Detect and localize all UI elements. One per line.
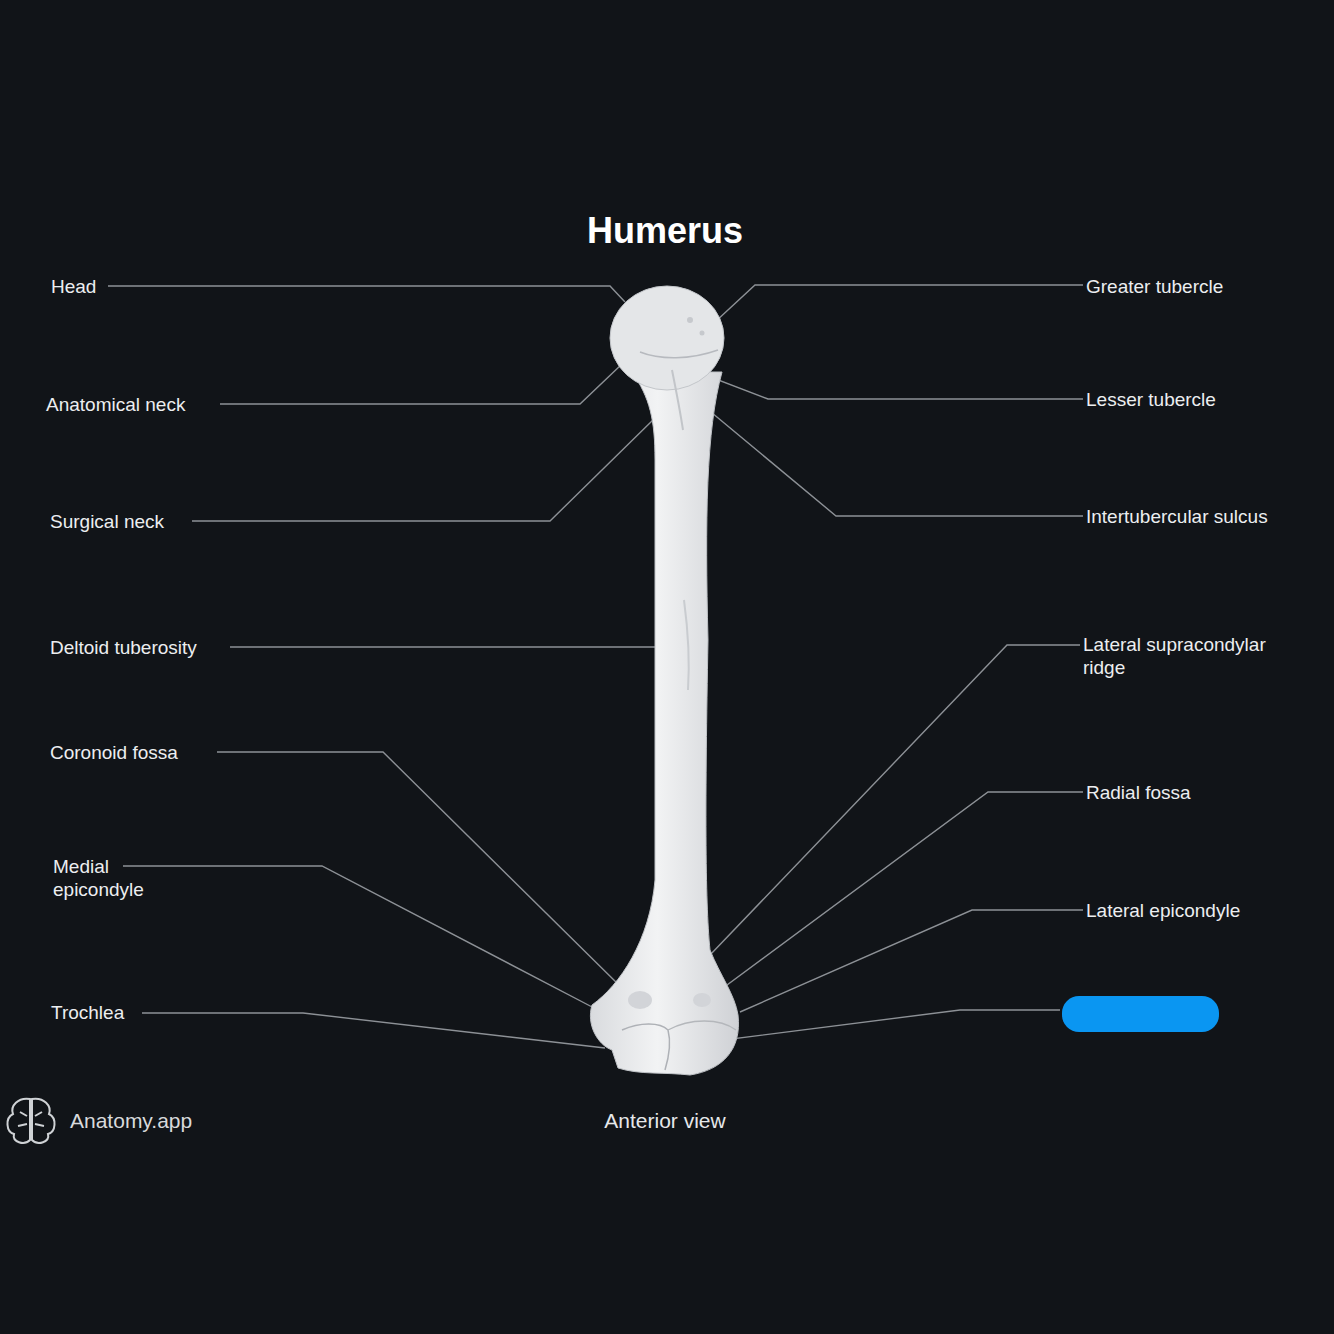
part-label: Intertubercular sulcus <box>1086 505 1268 528</box>
part-label: Deltoid tuberosity <box>50 636 197 659</box>
part-label: Coronoid fossa <box>50 741 178 764</box>
part-label: Lateral epicondyle <box>1086 899 1240 922</box>
part-label: Radial fossa <box>1086 781 1191 804</box>
humerus-bone <box>590 286 738 1075</box>
part-label: Lateral supracondylar ridge <box>1083 633 1308 679</box>
leader-lines <box>108 285 1083 1048</box>
diagram-title: Humerus <box>587 210 743 252</box>
redaction-bar <box>1062 996 1219 1032</box>
part-label: Surgical neck <box>50 510 164 533</box>
watermark: Anatomy.app <box>70 1108 192 1134</box>
part-label: Anatomical neck <box>46 393 185 416</box>
brain-logo <box>7 1099 54 1143</box>
part-label: Medial epicondyle <box>53 855 168 901</box>
part-label: Greater tubercle <box>1086 275 1223 298</box>
part-label: Lesser tubercle <box>1086 388 1216 411</box>
part-label: Trochlea <box>51 1001 124 1024</box>
part-label: Head <box>51 275 96 298</box>
view-caption: Anterior view <box>604 1108 725 1134</box>
